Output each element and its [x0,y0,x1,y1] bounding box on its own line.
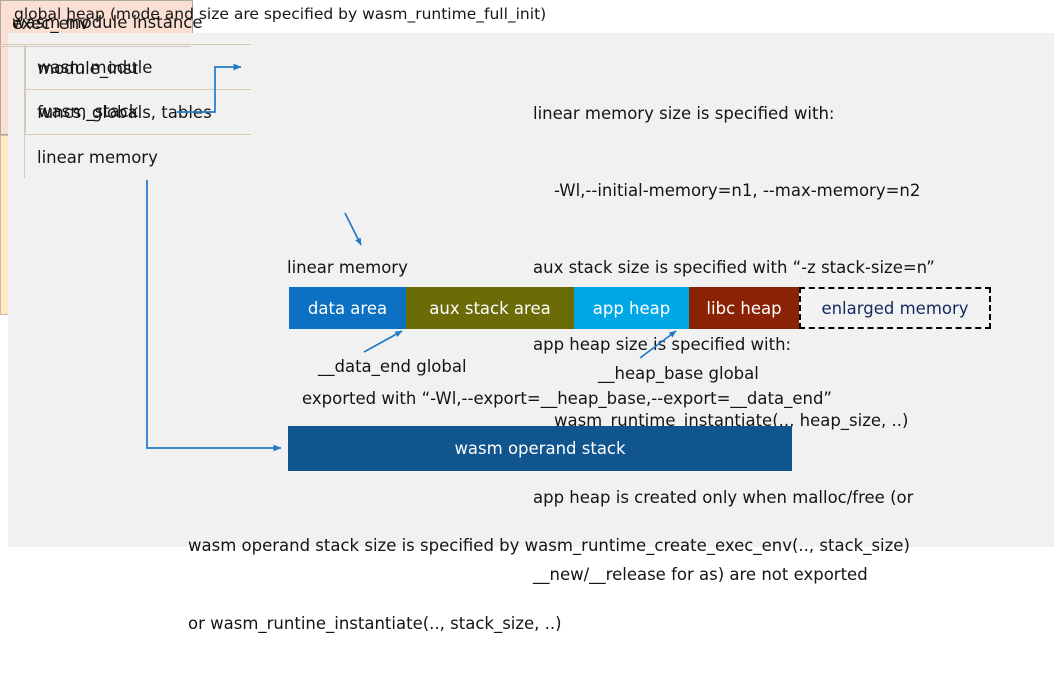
page-title: global heap (mode and size are specified… [14,5,547,23]
label-heap-base-global: __heap_base global [598,364,759,383]
memory-segment-enlarged-memory: enlarged memory [799,287,991,329]
exec-env-gutter [0,47,26,133]
note-line: wasm_runtime_instantiate(.., heap_size, … [533,411,909,431]
note-line: or wasm_runtine_instantiate(.., stack_si… [188,614,562,633]
wasm-operand-stack-box: wasm operand stack [288,426,792,471]
wasm-module-instance-gutter [0,45,25,178]
wasm-module-instance-row-linear-memory: linear memory [37,148,158,167]
memory-segment-app-heap: app heap [574,287,689,329]
note-line: app heap is created only when malloc/fre… [533,488,914,508]
exec-env-row-wasm-stack: wasm_stack [38,102,139,121]
label-data-end-global: __data_end global [318,357,467,376]
note-line: aux stack size is specified with “-z sta… [533,257,935,277]
wasm-module-instance-row-funcs-globals-tables: funcs, globals, tables [25,90,251,135]
label-exported-with: exported with “-Wl,--export=__heap_base,… [302,389,832,408]
operand-stack-notes: wasm operand stack size is specified by … [188,481,1038,689]
wasm-module-instance-row-wasm-module: wasm module [25,45,251,90]
wasm-module-instance-title: wasm module instance [0,0,251,45]
exec-env-box: exec_env module_inst wasm_stack [0,0,193,135]
linear-memory-caption: linear memory [287,258,408,277]
memory-segment-aux-stack-area: aux stack area [406,287,574,329]
note-line: app heap size is specified with: [533,334,792,354]
note-line: -Wl,--initial-memory=n1, --max-memory=n2 [533,180,921,200]
note-line: linear memory size is specified with: [533,104,835,124]
exec-env-title: exec_env [0,0,191,47]
memory-segment-libc-heap: libc heap [689,287,799,329]
linear-memory-bar: data area aux stack area app heap libc h… [289,287,991,329]
note-line: wasm operand stack size is specified by … [188,536,910,555]
diagram-canvas: global heap (mode and size are specified… [0,0,1054,633]
memory-segment-data-area: data area [289,287,406,329]
